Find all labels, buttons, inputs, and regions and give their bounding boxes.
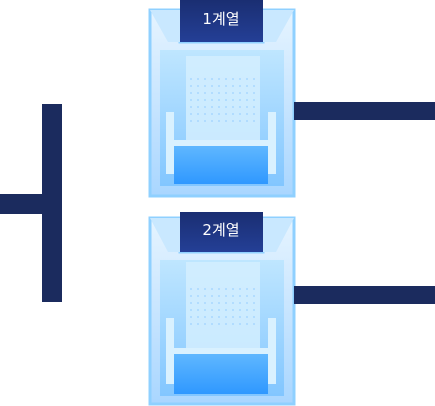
inlet-vertical-pipe bbox=[42, 104, 62, 302]
tank-2-left-wing bbox=[150, 218, 180, 252]
tank-2: 2계열 bbox=[148, 212, 296, 406]
tank-2-filter-bottom bbox=[166, 348, 276, 354]
tank-2-right-wing bbox=[263, 218, 294, 252]
tank-1-filter-dots bbox=[186, 78, 260, 124]
tank-2-water bbox=[174, 354, 268, 394]
tank-1-filter-bottom bbox=[166, 140, 276, 146]
tank-1-left-wing bbox=[150, 10, 180, 42]
tank-1-right-wing bbox=[263, 10, 294, 42]
inlet-manifold bbox=[0, 104, 62, 302]
tank-2-label-band bbox=[180, 212, 263, 252]
tank-1-water bbox=[174, 146, 268, 184]
tank-1: 1계열 bbox=[148, 0, 296, 198]
outlet-pipe-2 bbox=[294, 286, 435, 304]
tank-1-label: 1계열 bbox=[202, 10, 239, 28]
tank-2-filter-dots bbox=[186, 284, 260, 330]
outlet-pipe-1 bbox=[294, 102, 435, 120]
tank-1-label-band bbox=[180, 0, 263, 42]
inlet-horizontal-pipe bbox=[0, 194, 46, 214]
tank-2-label: 2계열 bbox=[202, 221, 239, 239]
